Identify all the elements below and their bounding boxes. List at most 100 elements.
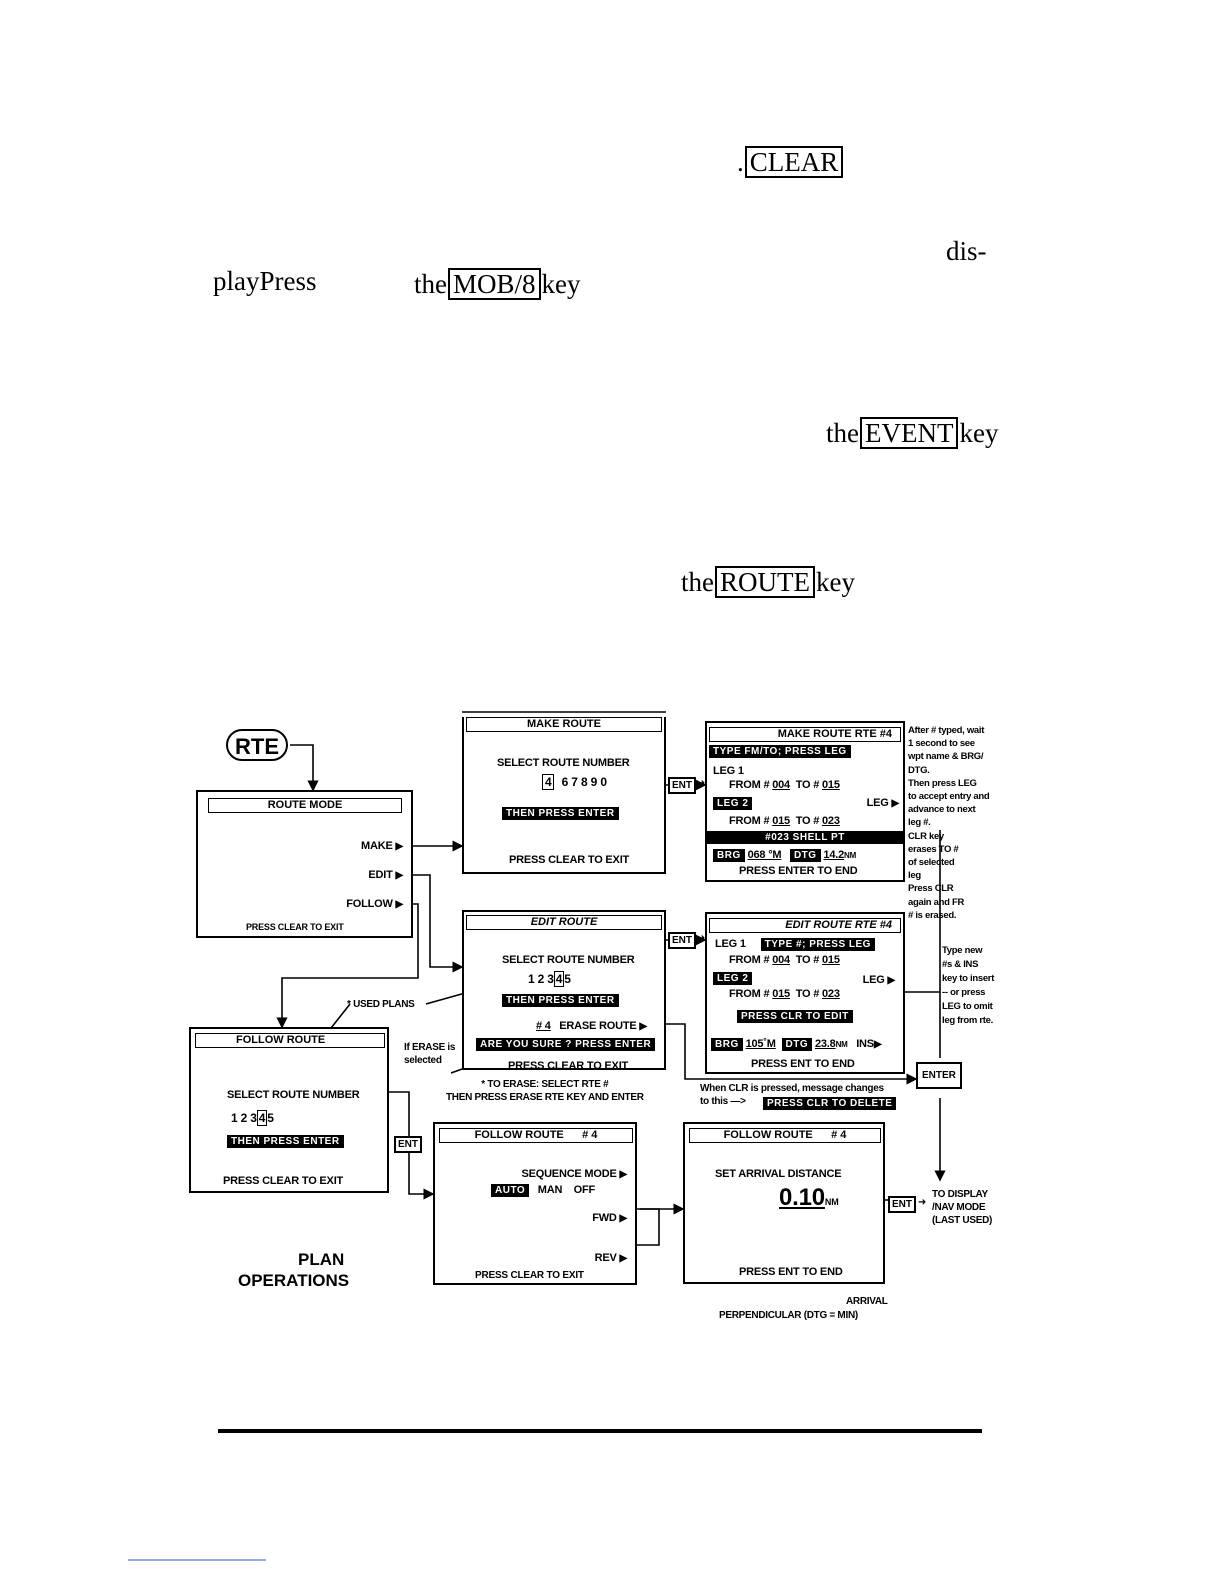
brg-label: BRG [713,849,745,862]
right-arrow-icon: ▶ [395,899,404,910]
right-arrow-icon: ▶ [619,1253,628,1264]
route-mode-exit: PRESS CLEAR TO EXIT [246,922,344,932]
route-key: ROUTE [715,566,815,599]
edit-rte-end: PRESS ENT TO END [751,1058,855,1070]
brg-dtg-row: BRG 068 °M DTG 14.2NM [713,849,857,862]
title-label: FOLLOW ROUTE [474,1129,564,1141]
right-arrow-icon: ▶ [891,798,900,809]
right-arrow-icon: ▶ [873,1039,882,1050]
sequence-options: AUTO MAN OFF [491,1184,596,1197]
right-arrow-icon: ➜ [697,778,706,789]
right-arrow-icon: ➜ [697,933,706,944]
the-word: the [681,567,714,597]
follow-route-select-exit: PRESS CLEAR TO EXIT [223,1175,344,1187]
selected-digit: 4 [256,1110,268,1126]
dtg-unit: NM [835,1040,848,1049]
follow-route-then-press: THEN PRESS ENTER [227,1135,344,1148]
to-display-note: TO DISPLAY /NAV MODE (LAST USED) [932,1189,993,1226]
make-route-exit: PRESS CLEAR TO EXIT [509,854,630,866]
to-label: TO # [795,779,820,791]
selected-digit: 4 [542,774,555,790]
operations-label: OPERATIONS [238,1271,350,1290]
ins-label: INS [856,1038,874,1050]
make-route-rte-screen: MAKE ROUTE RTE #4 TYPE FM/TO; PRESS LEG … [705,721,905,882]
dtg-label: DTG [781,1038,813,1051]
edit-route-title: EDIT ROUTE [466,915,662,930]
rte-button[interactable]: RTE [226,729,288,761]
enter-key[interactable]: ENTER [916,1062,962,1089]
route-mode-screen: ROUTE MODE MAKE ▶ EDIT ▶ FOLLOW ▶ PRESS … [196,790,413,938]
right-arrow-icon: ▶ [887,975,896,986]
dtg-label: DTG [789,849,821,862]
right-arrow-icon: ➜ [918,1197,927,1208]
digits-post: 5 [267,1111,274,1125]
fwd-option[interactable]: FWD ▶ [592,1212,627,1224]
dis-fragment: dis- [946,236,987,266]
make-label: MAKE [361,840,393,852]
leg1-label: LEG 1 [715,938,746,950]
from-label: FROM # [729,954,770,966]
follow-route-select-title: FOLLOW ROUTE [195,1033,385,1048]
from-label: FROM # [729,988,770,1000]
off-option[interactable]: OFF [573,1184,596,1196]
perpendicular-label: PERPENDICULAR (DTG = MIN) [719,1310,858,1321]
right-arrow-icon: ▶ [639,1021,647,1032]
follow-option[interactable]: FOLLOW ▶ [346,898,403,910]
make-route-digits: 4 67890 [542,774,610,790]
ent-key-arrival[interactable]: ENT [888,1196,916,1213]
the-word: the [826,418,859,448]
edit-leg-key-hint: LEG ▶ [863,974,896,986]
play-press-fragment: playPress [213,266,317,296]
auto-option[interactable]: AUTO [491,1184,530,1197]
make-route-select: SELECT ROUTE NUMBER [497,757,630,769]
leg2-label: LEG 2 [713,797,753,810]
key-word: key [959,418,999,448]
edit-leg2-label: LEG 2 [713,972,753,985]
to-label: TO # [795,988,820,1000]
leg-label: LEG [866,797,889,809]
edit-leg2-from-to: FROM # 015 TO # 023 [729,988,840,1000]
edit-route-select: SELECT ROUTE NUMBER [502,954,635,966]
arrival-distance-value[interactable]: 0.10NM [779,1184,839,1212]
rev-label: REV [594,1252,617,1264]
edit-route-exit: PRESS CLEAR TO EXIT [508,1060,629,1072]
remaining-digits: 67890 [561,775,610,789]
erase-route-option[interactable]: # 4 ERASE ROUTE ▶ [536,1020,647,1032]
ent-key-follow[interactable]: ENT [394,1136,422,1153]
to-waypoint: 023 [822,988,840,1000]
right-arrow-icon: ▶ [395,870,404,881]
ent-key-make[interactable]: ENT [668,777,696,794]
key-word: key [816,567,855,597]
man-option[interactable]: MAN [537,1184,563,1196]
edit-leg1-from-to: FROM # 004 TO # 015 [729,954,840,966]
edit-route-rte-screen: EDIT ROUTE RTE #4 LEG 1 TYPE #; PRESS LE… [705,912,905,1074]
route-mode-title: ROUTE MODE [208,798,402,813]
arrival-unit: NM [824,1197,839,1207]
edit-option[interactable]: EDIT ▶ [368,869,403,881]
brg-value: 068 °M [747,849,782,861]
leg1-label: LEG 1 [713,765,744,777]
from-waypoint: 015 [772,988,790,1000]
right-arrow-icon: ▶ [395,841,404,852]
follow-route-mode-exit: PRESS CLEAR TO EXIT [475,1270,584,1281]
clear-key: CLEAR [744,146,844,179]
dtg-value: 14.2 [823,849,845,861]
make-option[interactable]: MAKE ▶ [361,840,403,852]
ent-key-edit[interactable]: ENT [668,932,696,949]
waypoint-name: #023 SHELL PT [707,831,903,844]
from-waypoint: 015 [772,815,790,827]
to-label: TO # [795,954,820,966]
press-clr-to-delete: PRESS CLR TO DELETE [763,1097,897,1110]
sequence-mode-option[interactable]: SEQUENCE MODE ▶ [521,1168,627,1180]
if-erase-note: If ERASE is selected [404,1042,456,1066]
press-clr-to-edit: PRESS CLR TO EDIT [737,1010,853,1023]
dtg-unit: NM [844,851,857,860]
make-route-screen: MAKE ROUTE SELECT ROUTE NUMBER 4 67890 T… [462,717,666,874]
rev-option[interactable]: REV ▶ [594,1252,628,1264]
digits-pre: 1 2 3 [231,1111,257,1125]
key-word: key [541,269,581,299]
clear-key-text: .CLEAR [737,146,844,179]
type-new-note: Type new #s & INS key to insert -- or pr… [942,945,995,1026]
